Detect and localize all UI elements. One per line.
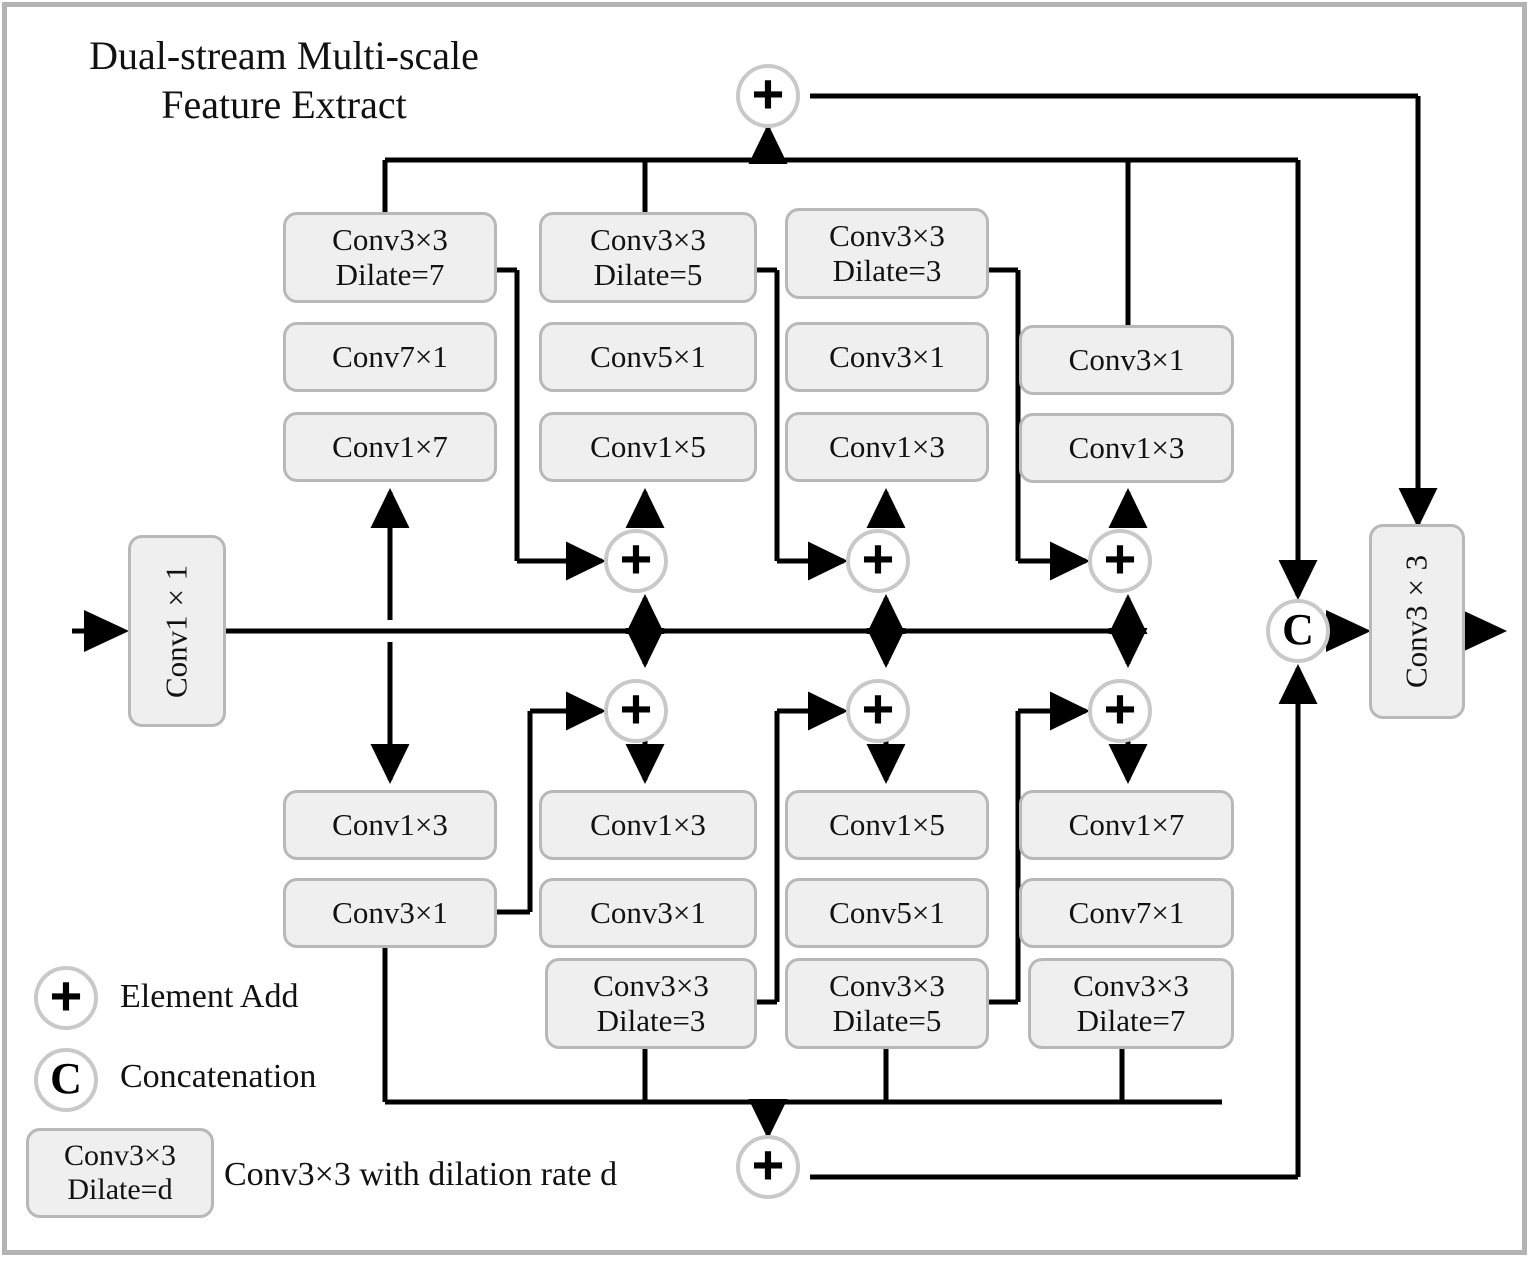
upper-c3-dilated-block[interactable]: Conv3×3 Dilate=3 [785,208,989,299]
plus-icon: + [1103,526,1137,590]
lower-c2-block-2[interactable]: Conv3×1 [539,878,757,948]
upper-c4-block-1-label: Conv3×1 [1068,341,1185,377]
legend-dilated-line1: Conv3×3 [64,1139,176,1173]
upper-c2-block-2[interactable]: Conv5×1 [539,322,757,392]
upper-c1-block-3-label: Conv1×7 [332,428,448,464]
plus-icon: + [49,963,83,1027]
legend-add-label: Element Add [120,978,299,1015]
upper-c2-block-3-label: Conv1×5 [590,428,706,464]
lower-c4-block-2-label: Conv7×1 [1068,894,1185,930]
lower-c1-block-2[interactable]: Conv3×1 [283,878,497,948]
title-line-1: Dual-stream Multi-scale [89,33,479,78]
upper-c1-dilated-block[interactable]: Conv3×3 Dilate=7 [283,212,497,303]
plus-icon: + [619,526,653,590]
lower-c2-block-1-label: Conv1×3 [590,806,706,842]
plus-icon: + [751,61,785,125]
lower-add-node-2[interactable]: + [846,679,910,743]
upper-add-node-2[interactable]: + [846,529,910,593]
lower-c3-block-1[interactable]: Conv1×5 [785,790,989,860]
lower-c1-block-2-label: Conv3×1 [332,894,448,930]
entry-conv1x1-label: Conv1×1 [158,564,194,698]
upper-c3-block-3[interactable]: Conv1×3 [785,412,989,482]
lower-c3-block-2[interactable]: Conv5×1 [785,878,989,948]
entry-conv1x1-block[interactable]: Conv1×1 [128,535,226,727]
lower-c4-dilated-line1: Conv3×3 [1073,967,1189,1003]
lower-add-node-3[interactable]: + [1088,679,1152,743]
legend-concat-node: C [34,1048,98,1112]
upper-c3-block-3-label: Conv1×3 [829,428,945,464]
legend-dilated-line2: Dilate=d [67,1173,173,1206]
lower-c2-block-1[interactable]: Conv1×3 [539,790,757,860]
lower-c4-block-1-label: Conv1×7 [1068,806,1185,842]
lower-add-node-1[interactable]: + [604,679,668,743]
concat-c-icon: C [1282,605,1314,654]
lower-c1-block-1-label: Conv1×3 [332,806,448,842]
legend-add-node: + [34,966,98,1030]
lower-c4-dilated-block[interactable]: Conv3×3 Dilate=7 [1028,958,1234,1049]
upper-c4-block-2-label: Conv1×3 [1068,429,1185,465]
lower-c4-dilated-line2: Dilate=7 [1076,1002,1186,1038]
upper-c3-dilated-line2: Dilate=3 [832,252,942,288]
upper-c1-block-2-label: Conv7×1 [332,338,448,374]
title-line-2: Feature Extract [161,81,407,127]
lower-c1-block-1[interactable]: Conv1×3 [283,790,497,860]
concat-c-icon: C [50,1054,82,1103]
top-element-add-node[interactable]: + [736,64,800,128]
upper-c2-block-2-label: Conv5×1 [590,338,706,374]
lower-c2-dilated-line2: Dilate=3 [596,1002,706,1038]
upper-c1-dilated-line1: Conv3×3 [332,221,448,257]
upper-c4-block-2[interactable]: Conv1×3 [1019,413,1234,483]
plus-icon: + [861,676,895,740]
page-title: Dual-stream Multi-scale Feature Extract [34,32,534,130]
upper-c3-block-2-label: Conv3×1 [829,338,945,374]
upper-add-node-3[interactable]: + [1088,529,1152,593]
lower-c2-block-2-label: Conv3×1 [590,894,706,930]
lower-c3-block-1-label: Conv1×5 [829,806,945,842]
legend-dilated-label: Conv3×3 with dilation rate d [224,1156,618,1193]
plus-icon: + [751,1132,785,1196]
upper-c1-block-2[interactable]: Conv7×1 [283,322,497,392]
upper-add-node-1[interactable]: + [604,529,668,593]
upper-c1-block-3[interactable]: Conv1×7 [283,412,497,482]
output-conv3x3-block[interactable]: Conv3×3 [1369,524,1465,719]
upper-c4-block-1[interactable]: Conv3×1 [1019,325,1234,395]
bottom-element-add-node[interactable]: + [736,1135,800,1199]
upper-c2-block-3[interactable]: Conv1×5 [539,412,757,482]
plus-icon: + [1103,676,1137,740]
upper-c2-dilated-block[interactable]: Conv3×3 Dilate=5 [539,212,757,303]
plus-icon: + [619,676,653,740]
lower-c3-dilated-block[interactable]: Conv3×3 Dilate=5 [785,958,989,1049]
lower-c2-dilated-line1: Conv3×3 [593,967,709,1003]
legend-concat-label: Concatenation [120,1058,317,1095]
lower-c3-block-2-label: Conv5×1 [829,894,945,930]
lower-c2-dilated-block[interactable]: Conv3×3 Dilate=3 [545,958,757,1049]
upper-c1-dilated-line2: Dilate=7 [335,256,445,292]
concatenation-node[interactable]: C [1266,599,1330,663]
plus-icon: + [861,526,895,590]
lower-c3-dilated-line1: Conv3×3 [829,967,945,1003]
upper-c3-dilated-line1: Conv3×3 [829,217,945,253]
lower-c4-block-2[interactable]: Conv7×1 [1019,878,1234,948]
lower-c4-block-1[interactable]: Conv1×7 [1019,790,1234,860]
lower-c3-dilated-line2: Dilate=5 [832,1002,942,1038]
upper-c2-dilated-line2: Dilate=5 [593,256,703,292]
upper-c2-dilated-line1: Conv3×3 [590,221,706,257]
legend-dilated-block: Conv3×3 Dilate=d [26,1128,214,1218]
upper-c3-block-2[interactable]: Conv3×1 [785,322,989,392]
output-conv3x3-label: Conv3×3 [1398,554,1434,689]
